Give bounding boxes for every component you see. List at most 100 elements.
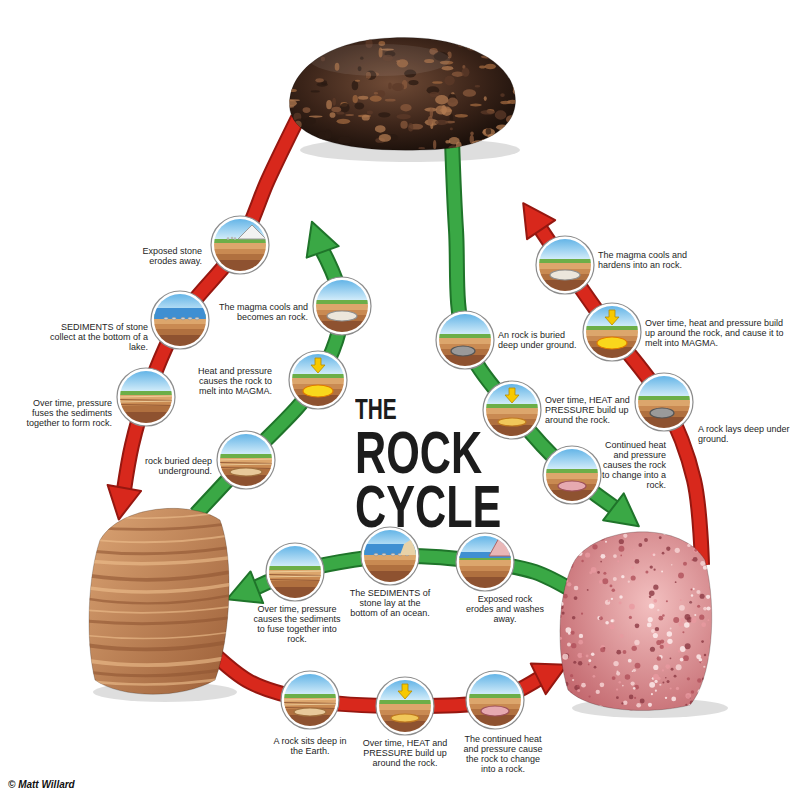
rock-speckle [694, 614, 696, 616]
rock-speckle [557, 686, 561, 690]
rock-speckle [628, 659, 632, 663]
rock-speckle [568, 632, 571, 635]
rock-speckle [358, 96, 368, 100]
sediment-line [119, 405, 173, 406]
rock-speckle [651, 629, 655, 633]
pebble [382, 553, 386, 556]
rock-speckle [458, 42, 464, 47]
stage-caption: Over time, pressure fuses the sediments … [20, 398, 112, 428]
sky [485, 383, 539, 405]
ground-layer [585, 326, 639, 330]
sediment-line [119, 401, 173, 402]
ground-layer [485, 419, 539, 425]
rock-layer [80, 522, 240, 529]
stage-illustration [583, 303, 641, 361]
rock-speckle [560, 554, 564, 558]
rock-speckle [680, 534, 684, 538]
rock-speckle [565, 627, 571, 633]
rock-speckle [464, 147, 468, 150]
rock-speckle [703, 666, 705, 668]
rock-speckle [573, 661, 576, 664]
rock-speckle [649, 591, 655, 597]
rock-speckle [565, 519, 571, 525]
rock-speckle [569, 691, 573, 695]
water [153, 308, 207, 319]
debris [231, 237, 234, 240]
rock-speckle [711, 687, 713, 689]
rock-speckle [623, 650, 627, 654]
rock-speckle [628, 581, 630, 583]
ground-layer [213, 239, 267, 243]
rock-speckle [635, 663, 641, 669]
rock-speckle [352, 152, 355, 155]
stage-frame [217, 431, 275, 489]
stage-illustration [376, 677, 434, 735]
rock-speckle [653, 599, 657, 603]
rock-speckle [653, 569, 655, 571]
ground-layer [213, 249, 267, 254]
ground-layer [378, 721, 432, 733]
rock-speckle [577, 685, 580, 688]
ground-layer [153, 324, 207, 329]
rock-speckle [691, 617, 697, 623]
rock-speckle [638, 543, 642, 547]
stage-caption: The magma cools and hardens into an rock… [598, 250, 710, 270]
ground-layer [468, 694, 522, 698]
rock-speckle [585, 552, 590, 557]
magma [597, 337, 627, 349]
rock-speckle [712, 523, 718, 529]
rock-speckle [619, 595, 622, 598]
rock-speckle [373, 33, 381, 38]
rock-speckle [475, 85, 481, 88]
rock-speckle [433, 140, 436, 149]
stage-illustration [117, 368, 175, 426]
cycle-arrow-edge [540, 228, 702, 565]
rock-speckle [620, 634, 624, 638]
rock-speckle [555, 639, 559, 643]
rock-speckle [601, 526, 604, 529]
heated-rock [391, 714, 419, 722]
rock-speckle [602, 578, 608, 584]
ground-layer [315, 300, 369, 304]
rock-speckle [670, 627, 672, 629]
stage-illustration [281, 671, 339, 729]
ground-layer [283, 694, 337, 698]
rock-speckle [491, 47, 500, 49]
ground-layer [485, 408, 539, 414]
rock-speckle [650, 647, 655, 652]
stage-illustration [151, 291, 209, 349]
rock-speckle [430, 108, 433, 118]
metamorphic-layer [481, 706, 509, 716]
rock-speckle [600, 647, 605, 652]
stage-frame [211, 216, 269, 274]
rock-speckle [679, 605, 685, 611]
sky [545, 448, 599, 470]
sky [283, 673, 337, 695]
rock-speckle [367, 111, 373, 115]
ground-layer [458, 577, 512, 589]
rock-speckle [571, 643, 576, 648]
rock-speckle [579, 544, 582, 547]
ground-layer [545, 490, 599, 502]
rock-speckle [633, 687, 636, 690]
rock-speckle [301, 40, 310, 43]
rock-speckle [374, 92, 378, 95]
pebble [172, 317, 176, 320]
stage-caption: The continued heat and pressure cause th… [463, 734, 543, 774]
rock-speckle [662, 552, 665, 555]
rock-speckle [282, 33, 290, 36]
stage-illustration [483, 381, 541, 439]
rock-speckle [663, 531, 667, 535]
rock-speckle [687, 677, 690, 680]
rock-speckle [612, 676, 616, 680]
rock-speckle [506, 115, 516, 123]
rock-layer [80, 594, 240, 604]
rock-speckle [567, 582, 571, 586]
sediment-line [268, 580, 322, 581]
rock-layer [80, 605, 240, 612]
rock-speckle [662, 614, 665, 617]
rock-speckle [556, 587, 558, 589]
rock-speckle [470, 103, 482, 106]
rock-speckle [435, 95, 448, 104]
